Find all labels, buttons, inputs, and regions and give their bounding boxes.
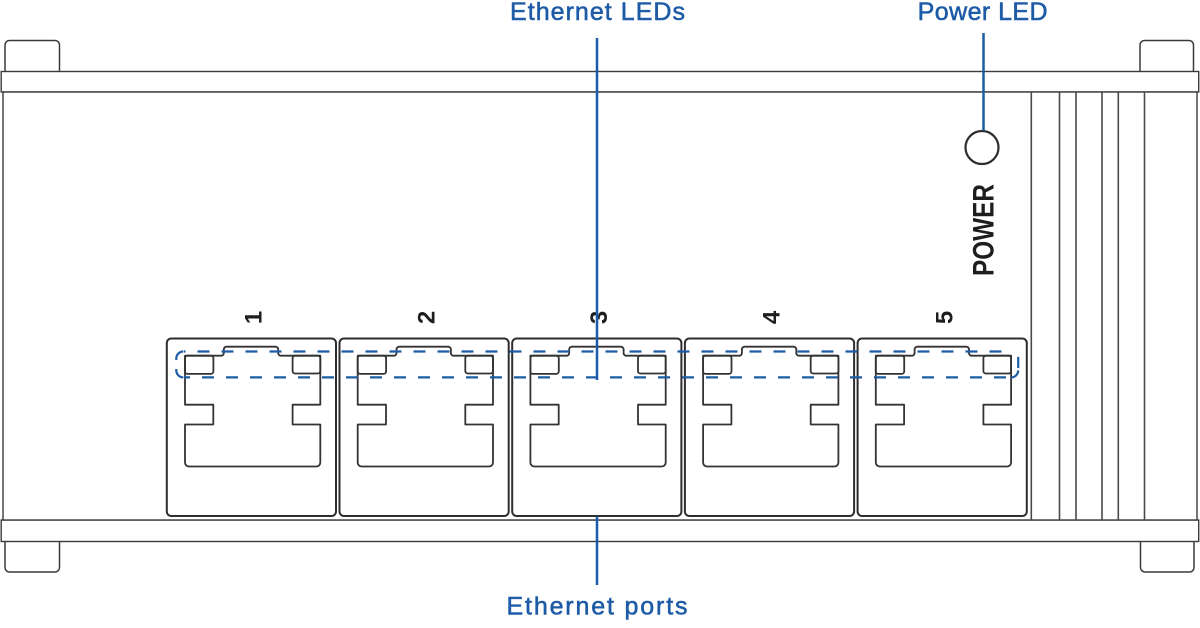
svg-text:1: 1 <box>241 311 268 324</box>
svg-text:Ethernet ports: Ethernet ports <box>507 593 688 621</box>
svg-text:3: 3 <box>586 311 613 324</box>
svg-text:4: 4 <box>759 310 786 324</box>
svg-text:Power LED: Power LED <box>918 0 1048 26</box>
svg-text:Ethernet LEDs: Ethernet LEDs <box>510 0 685 26</box>
svg-text:5: 5 <box>931 311 958 324</box>
svg-text:2: 2 <box>413 311 440 324</box>
svg-text:POWER: POWER <box>968 184 1001 276</box>
